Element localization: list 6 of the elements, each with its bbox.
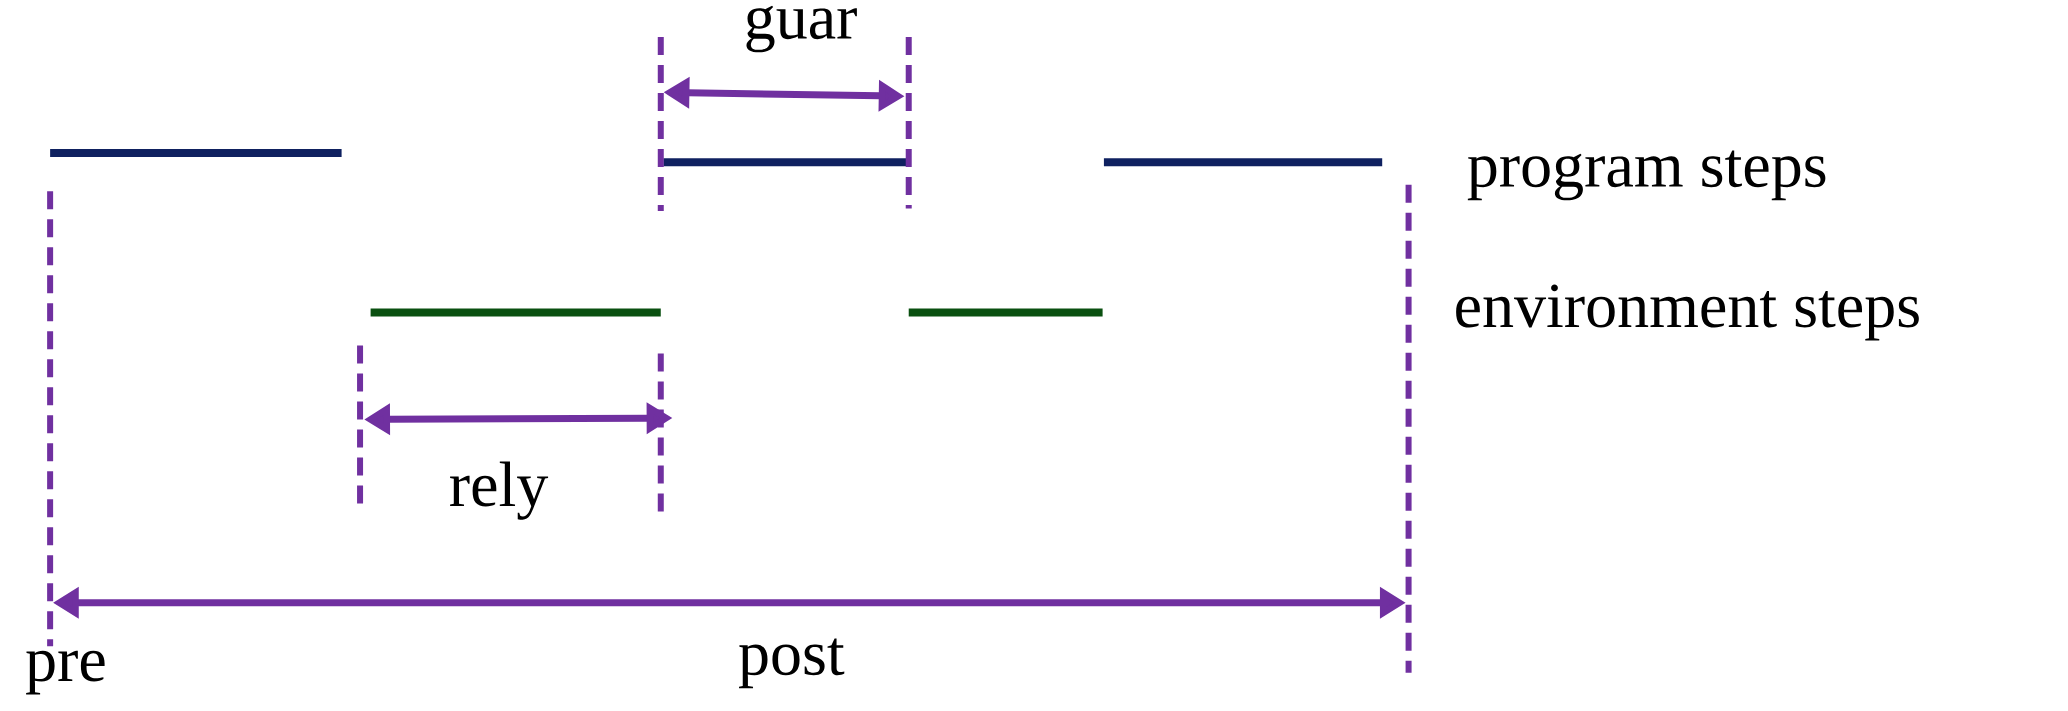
interval-label: post — [739, 638, 845, 689]
interval-label: pre — [26, 650, 105, 695]
row-label: environment steps — [1456, 284, 1919, 341]
interval-label: guar — [746, 5, 857, 53]
interval-label: rely — [450, 461, 549, 520]
row-label: program steps — [1467, 150, 1826, 201]
